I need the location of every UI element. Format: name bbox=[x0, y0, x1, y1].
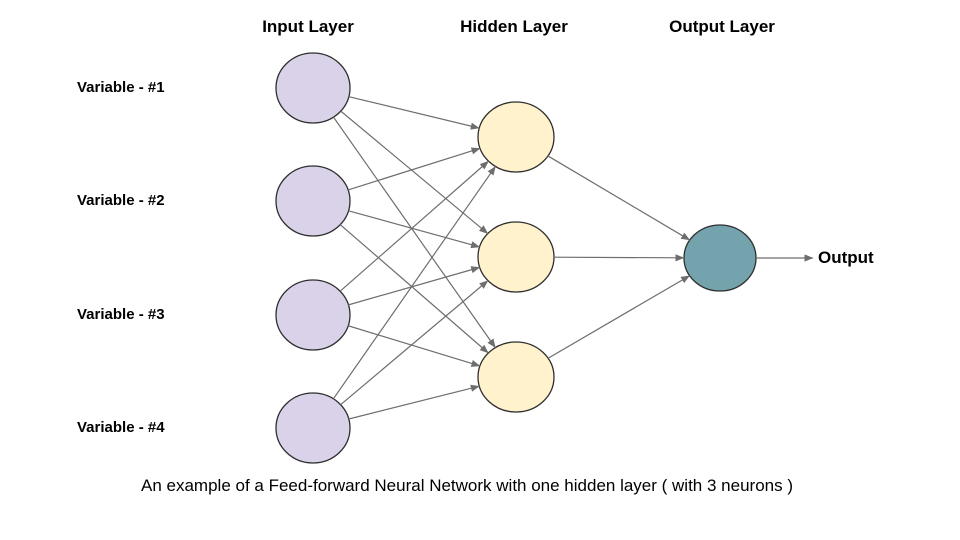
node-o1-output bbox=[683, 224, 757, 292]
node-h3-hidden bbox=[477, 341, 555, 413]
edge-i2-h1 bbox=[347, 147, 481, 191]
node-i3-input bbox=[275, 279, 351, 351]
edge-i2-h3 bbox=[339, 224, 489, 354]
diagram-caption: An example of a Feed-forward Neural Netw… bbox=[141, 476, 793, 495]
output-layer-header: Output Layer bbox=[669, 17, 775, 36]
edge-h3-o1 bbox=[547, 275, 691, 359]
node-h2-hidden bbox=[477, 221, 555, 293]
input-node-label-2: Variable - #2 bbox=[77, 192, 165, 209]
edge-i3-h2 bbox=[348, 266, 481, 306]
edge-i4-h1 bbox=[332, 166, 496, 400]
hidden-layer-header: Hidden Layer bbox=[460, 17, 568, 36]
input-layer-header: Input Layer bbox=[262, 17, 354, 36]
edges bbox=[332, 96, 814, 420]
node-i2-input bbox=[275, 165, 351, 237]
input-node-label-4: Variable - #4 bbox=[77, 419, 165, 436]
edge-i3-h1 bbox=[339, 160, 489, 292]
edge-i2-h2 bbox=[348, 210, 481, 249]
node-i1-input bbox=[275, 52, 351, 124]
node-h1-hidden bbox=[477, 101, 555, 173]
edge-i1-h3 bbox=[332, 116, 496, 348]
output-value-label: Output bbox=[818, 248, 874, 267]
edge-h1-o1 bbox=[547, 155, 691, 241]
edge-i3-h3 bbox=[348, 325, 481, 367]
input-node-label-1: Variable - #1 bbox=[77, 79, 165, 96]
nodes bbox=[275, 52, 757, 464]
edge-i1-h1 bbox=[348, 96, 480, 130]
edge-i4-h2 bbox=[340, 280, 489, 406]
edge-h2-o1 bbox=[553, 254, 685, 262]
node-i4-input bbox=[275, 392, 351, 464]
input-node-label-3: Variable - #3 bbox=[77, 306, 165, 323]
edge-i4-h3 bbox=[348, 384, 480, 420]
